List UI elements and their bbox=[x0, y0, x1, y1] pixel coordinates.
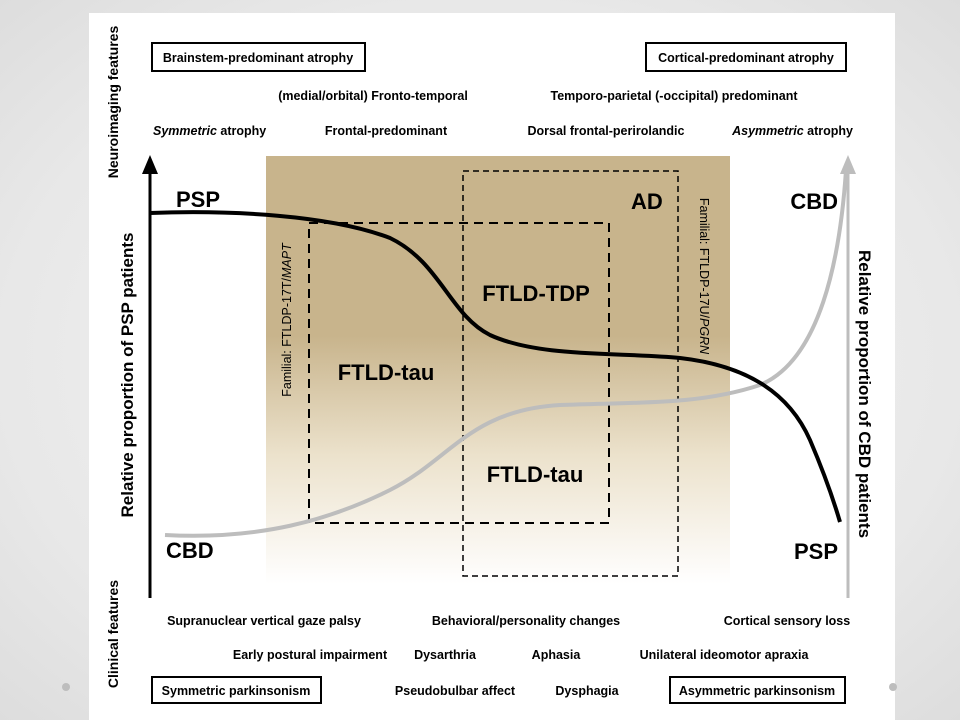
symmetric-parkinsonism-box bbox=[151, 676, 322, 704]
cortical-sensory-label: Cortical sensory loss bbox=[724, 614, 850, 628]
cbd-label-top-right: CBD bbox=[790, 189, 838, 214]
slide-bullet-left bbox=[62, 683, 70, 691]
temporo-parietal-label: Temporo-parietal (-occipital) predominan… bbox=[550, 89, 798, 103]
ftld-tdp-label: FTLD-TDP bbox=[482, 281, 590, 306]
clinical-label: Clinical features bbox=[105, 580, 121, 688]
symmetric-parkinsonism-label: Symmetric parkinsonism bbox=[162, 684, 311, 698]
ftld-tau-bottom-label: FTLD-tau bbox=[487, 462, 584, 487]
asymmetric-parkinsonism-label: Asymmetric parkinsonism bbox=[679, 684, 835, 698]
familial-mapt-label: Familial: FTLDP-17T/MAPT bbox=[280, 242, 294, 397]
cortical-box-label: Cortical-predominant atrophy bbox=[658, 51, 834, 65]
frontal-predominant-label: Frontal-predominant bbox=[325, 124, 448, 138]
brainstem-box bbox=[151, 42, 366, 72]
behavioral-label: Behavioral/personality changes bbox=[432, 614, 620, 628]
psp-label-bottom-right: PSP bbox=[794, 539, 838, 564]
asymmetric-parkinsonism-box bbox=[669, 676, 846, 704]
left-axis-arrowhead bbox=[142, 155, 158, 174]
right-axis-title: Relative proportion of CBD patients bbox=[855, 250, 874, 538]
ad-label: AD bbox=[631, 189, 663, 214]
brainstem-box-label: Brainstem-predominant atrophy bbox=[163, 51, 353, 65]
cortical-box bbox=[645, 42, 847, 72]
familial-pgrn-label: Familial: FTLDP-17U/PGRN bbox=[697, 198, 711, 355]
fronto-temporal-label: (medial/orbital) Fronto-temporal bbox=[278, 89, 468, 103]
ideomotor-apraxia-label: Unilateral ideomotor apraxia bbox=[640, 648, 810, 662]
right-axis-arrowhead bbox=[840, 155, 856, 174]
neuroimaging-label: Neuroimaging features bbox=[105, 26, 121, 179]
cbd-curve bbox=[164, 169, 848, 538]
aphasia-label: Aphasia bbox=[532, 648, 582, 662]
dysphagia-label: Dysphagia bbox=[555, 684, 619, 698]
cbd-label-bottom-left: CBD bbox=[166, 538, 214, 563]
dorsal-frontal-label: Dorsal frontal-perirolandic bbox=[528, 124, 685, 138]
psp-label-top-left: PSP bbox=[176, 187, 220, 212]
shaded-region bbox=[266, 156, 730, 584]
psp-curve bbox=[149, 210, 842, 523]
slide-bullet-right bbox=[889, 683, 897, 691]
pseudobulbar-label: Pseudobulbar affect bbox=[395, 684, 516, 698]
postural-impairment-label: Early postural impairment bbox=[233, 648, 388, 662]
dysarthria-label: Dysarthria bbox=[414, 648, 477, 662]
ftld-tau-left-label: FTLD-tau bbox=[338, 360, 435, 385]
left-axis-title: Relative proportion of PSP patients bbox=[118, 233, 137, 518]
symmetric-atrophy-label: Symmetric atrophy bbox=[153, 124, 266, 138]
ftld-tau-dashed-box bbox=[308, 222, 610, 524]
gaze-palsy-label: Supranuclear vertical gaze palsy bbox=[167, 614, 361, 628]
asymmetric-atrophy-label: Asymmetric atrophy bbox=[731, 124, 853, 138]
